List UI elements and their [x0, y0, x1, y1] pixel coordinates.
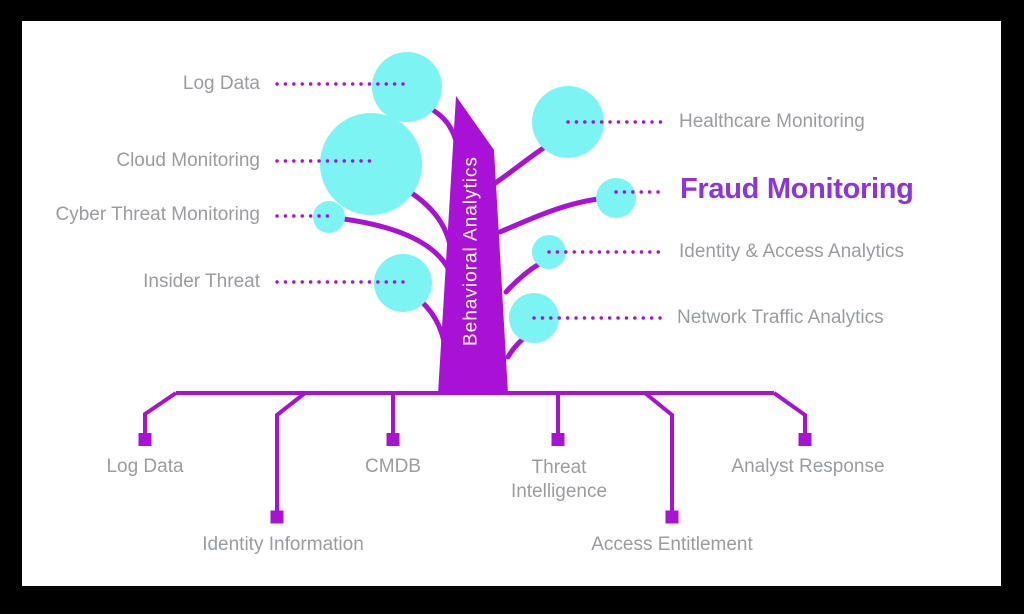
label-insider-threat: Insider Threat [143, 271, 260, 292]
branch-identity-access [503, 261, 542, 295]
label-cloud-monitoring: Cloud Monitoring [116, 150, 260, 171]
branch-fraud-monitoring [497, 196, 601, 235]
node-fraud-monitoring [596, 178, 636, 218]
terminal-cmdb [386, 433, 400, 446]
trunk-label: Behavioral Analytics [460, 155, 482, 347]
label-fraud-monitoring: Fraud Monitoring [680, 173, 914, 205]
terminal-analyst-response [798, 433, 812, 446]
diagram-panel [22, 21, 1001, 586]
label-healthcare-monitoring: Healthcare Monitoring [679, 111, 865, 132]
node-insider-threat [374, 254, 432, 312]
terminal-threat-intelligence [551, 433, 565, 446]
terminal-identity-information [270, 510, 284, 524]
label-threat-intelligence: Threat Intelligence [510, 457, 608, 502]
branch-log-data [425, 104, 460, 147]
node-cloud-monitoring [320, 113, 422, 215]
label-access-entitlement: Access Entitlement [591, 534, 753, 555]
node-log-data [372, 52, 442, 122]
label-cmdb: CMDB [365, 456, 421, 477]
label-identity-information: Identity Information [202, 534, 364, 555]
label-log-data-root: Log Data [106, 456, 184, 477]
label-network-traffic-analytics: Network Traffic Analytics [677, 307, 884, 328]
label-cyber-threat-monitoring: Cyber Threat Monitoring [55, 204, 260, 225]
label-log-data-left: Log Data [182, 73, 260, 94]
branch-network-traffic [505, 335, 527, 360]
label-analyst-response: Analyst Response [731, 456, 885, 477]
terminal-log-data [138, 433, 152, 446]
branch-insider-threat [418, 298, 450, 359]
root-lines [143, 391, 807, 511]
terminal-access-entitlement [665, 510, 679, 524]
branch-cloud-monitoring [407, 189, 455, 259]
node-cyber-threat-monitoring [313, 201, 345, 233]
trunk-shape [438, 96, 508, 394]
branch-healthcare-monitoring [491, 144, 548, 187]
label-identity-access-analytics: Identity & Access Analytics [679, 241, 904, 262]
branch-cyber-threat-monitoring [341, 216, 453, 275]
